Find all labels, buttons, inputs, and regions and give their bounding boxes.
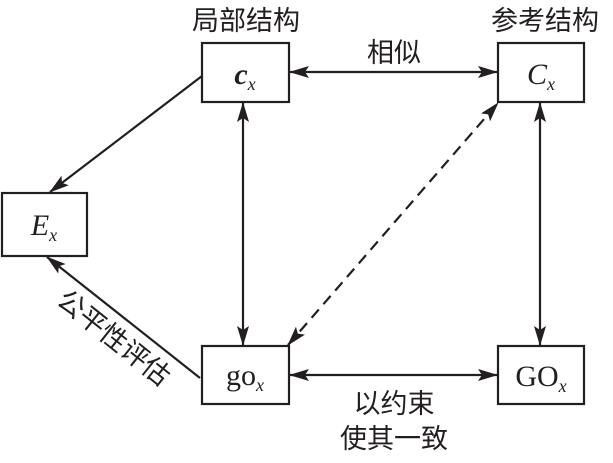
node-Ex: Ex — [0, 191, 89, 258]
edge-gox-to-Ex-fairness — [46, 256, 201, 379]
constrain-label-line1: 以约束 — [354, 389, 435, 420]
node-GOx-box — [496, 344, 586, 406]
node-GOx-label: GOx — [515, 360, 566, 396]
node-cx-box — [200, 41, 291, 104]
node-gox: gox — [200, 344, 291, 406]
node-gox-label: gox — [226, 359, 264, 395]
node-gox-box — [200, 344, 291, 406]
node-Ex-box — [0, 191, 89, 258]
node-Cx-box — [496, 41, 586, 104]
node-Cx-label: Cx — [527, 58, 555, 94]
node-Ex-label: Ex — [30, 209, 57, 245]
similar-label: 相似 — [367, 38, 421, 69]
node-Cx: Cx — [496, 41, 586, 104]
constrain-label-line2: 使其一致 — [340, 424, 448, 455]
local-structure-label: 局部结构 — [192, 6, 300, 37]
edge-cx-to-Ex — [49, 75, 203, 193]
fairness-evaluation-label: 公平性评估 — [51, 284, 176, 392]
edge-gox-Cx-dashed — [287, 102, 499, 346]
node-GOx: GOx — [496, 344, 586, 406]
node-cx-label: cx — [234, 58, 255, 94]
node-cx: cx — [200, 41, 291, 104]
reference-structure-label: 参考结构 — [491, 6, 599, 37]
